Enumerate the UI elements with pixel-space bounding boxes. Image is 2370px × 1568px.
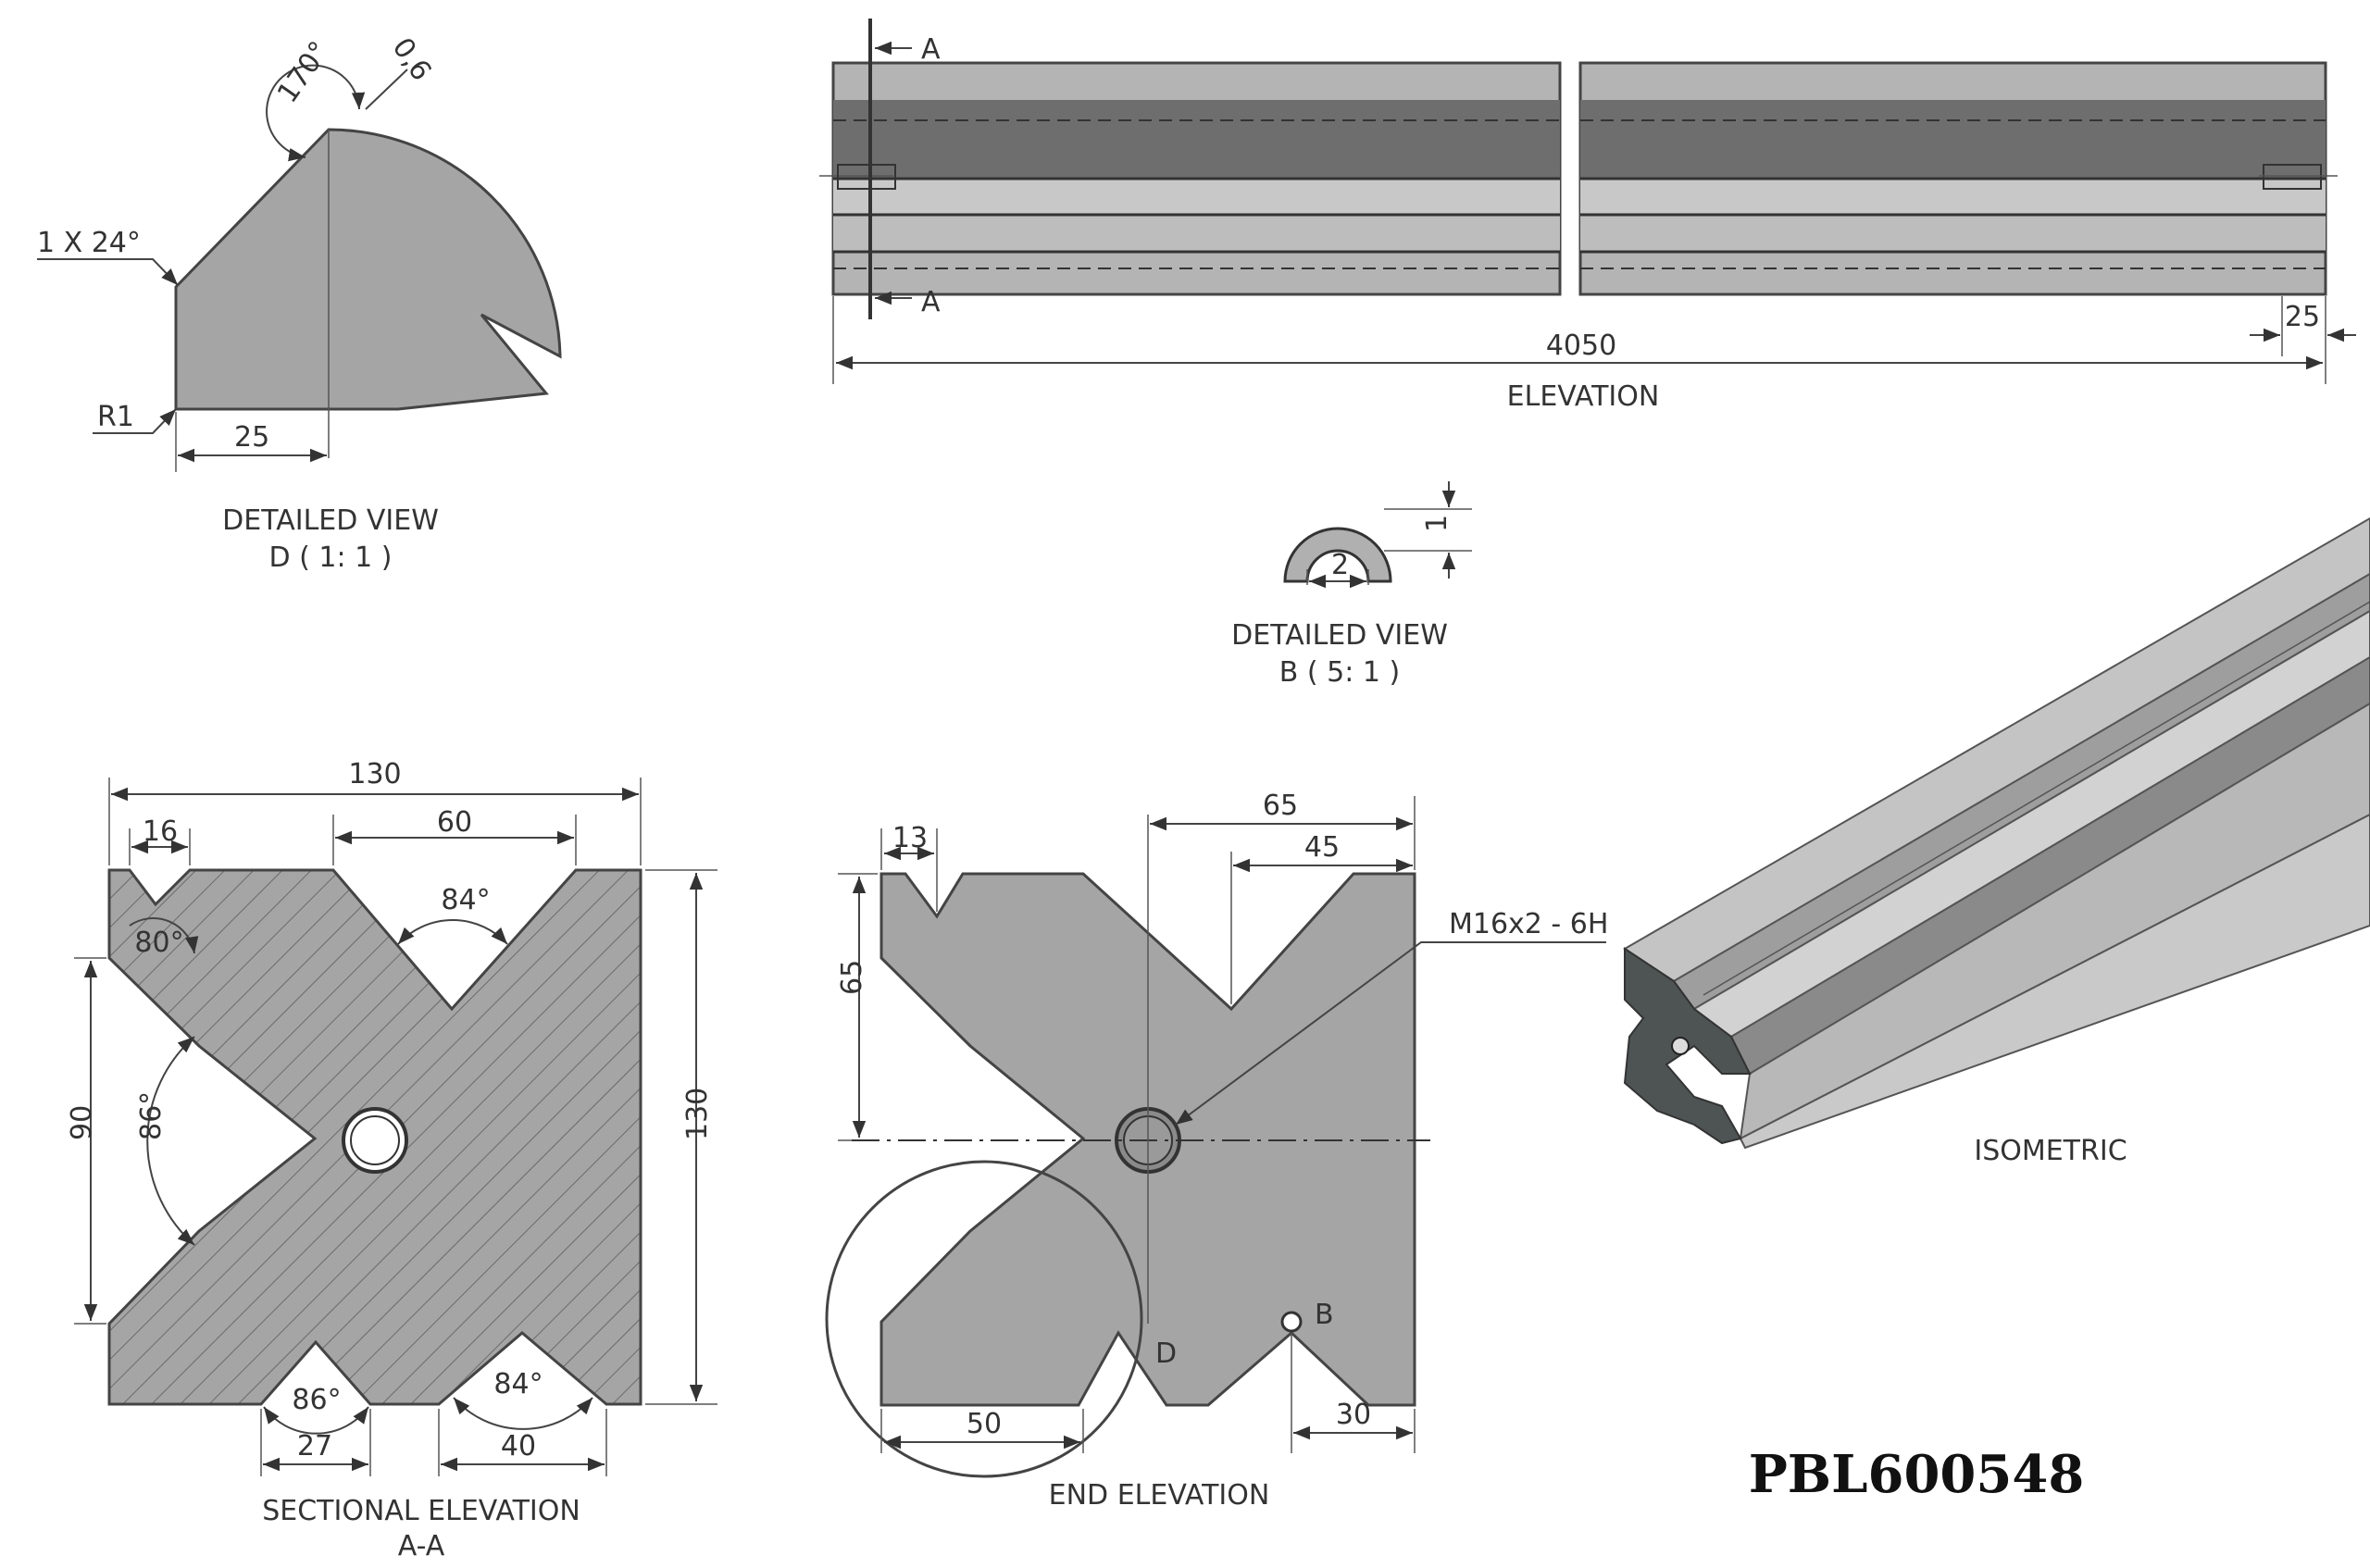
section-aa-corner-arc bbox=[129, 917, 199, 954]
section-aa-bsmall-arc bbox=[263, 1406, 369, 1435]
end-elevation-detail-d-marker: D bbox=[1155, 1338, 1177, 1370]
section-aa-subtitle: A-A bbox=[398, 1530, 445, 1562]
elevation-title: ELEVATION bbox=[1507, 380, 1660, 413]
end-elevation-view: D B 13 65 45 65 M16x2 - 6H 50 30 END ELE… bbox=[825, 790, 1608, 1512]
end-elevation-topv-label: 45 bbox=[1304, 831, 1340, 864]
part-number: PBL600548 bbox=[1749, 1444, 2085, 1505]
section-aa-view: 130 16 60 84° 80° 90 86° 130 86° 27 84° bbox=[66, 758, 717, 1562]
elevation-hole-left bbox=[837, 164, 896, 190]
section-aa-bore bbox=[342, 1107, 408, 1174]
detail-d-angle-arc bbox=[266, 64, 366, 162]
section-aa-slot-label: 16 bbox=[143, 815, 178, 848]
section-aa-blarge-arc bbox=[453, 1397, 593, 1430]
section-aa-corner-angle: 80° bbox=[134, 927, 183, 959]
detail-d-chamfer-label: 1 X 24° bbox=[37, 227, 141, 259]
detail-view-d: 170° 0,6 1 X 24° R1 25 DETAILED VIEW D (… bbox=[37, 32, 562, 574]
detail-d-edge-leader bbox=[365, 68, 408, 110]
end-elevation-half-label: 65 bbox=[1263, 790, 1298, 822]
section-aa-width-label: 130 bbox=[348, 758, 401, 790]
section-aa-side-label: 90 bbox=[66, 1105, 98, 1140]
section-aa-blarge-label: 40 bbox=[501, 1430, 536, 1462]
section-aa-side-angle: 86° bbox=[135, 1091, 168, 1140]
detail-view-b: 2 1 DETAILED VIEW B ( 5: 1 ) bbox=[1231, 481, 1472, 689]
section-aa-topv-label: 60 bbox=[437, 806, 472, 839]
end-elevation-height-label: 65 bbox=[836, 960, 868, 995]
elevation-left-segment bbox=[831, 61, 1562, 296]
section-aa-bsmall-angle: 86° bbox=[292, 1384, 341, 1416]
section-aa-side-arc bbox=[146, 1036, 195, 1246]
detail-b-height-label: 1 bbox=[1421, 515, 1453, 532]
section-aa-height-label: 130 bbox=[681, 1088, 714, 1140]
section-mark-top: A bbox=[921, 33, 941, 66]
end-elevation-bv-label: 50 bbox=[967, 1408, 1002, 1440]
detail-d-angle-label: 170° bbox=[271, 35, 336, 108]
end-elevation-be-label: 30 bbox=[1336, 1399, 1371, 1431]
detail-d-edge-label: 0,6 bbox=[386, 32, 438, 87]
iso-end-bore bbox=[1671, 1037, 1690, 1055]
detail-b-width-label: 2 bbox=[1331, 549, 1349, 581]
section-aa-topv-angle: 84° bbox=[441, 884, 490, 916]
detail-d-width-label: 25 bbox=[234, 421, 269, 454]
section-aa-blarge-angle: 84° bbox=[493, 1368, 543, 1400]
end-elevation-thread-label: M16x2 - 6H bbox=[1449, 908, 1608, 940]
iso-side-face bbox=[1739, 702, 2370, 1140]
isometric-title: ISOMETRIC bbox=[1974, 1135, 2127, 1167]
end-elevation-detail-b-hole bbox=[1280, 1311, 1303, 1333]
detail-d-scale: D ( 1: 1 ) bbox=[269, 541, 393, 574]
iso-groove-line bbox=[1703, 601, 2370, 996]
elevation-length-label: 4050 bbox=[1546, 330, 1616, 362]
detail-d-radius-label: R1 bbox=[97, 401, 134, 433]
elevation-view: A A 4050 25 ELEVATION bbox=[819, 19, 2356, 413]
end-elevation-thread-leader bbox=[1175, 941, 1606, 1126]
section-aa-title: SECTIONAL ELEVATION bbox=[262, 1495, 580, 1527]
elevation-offset-label: 25 bbox=[2285, 301, 2320, 333]
detail-b-scale: B ( 5: 1 ) bbox=[1279, 656, 1400, 689]
section-mark-bottom: A bbox=[921, 286, 941, 318]
isometric-view: ISOMETRIC bbox=[1623, 516, 2370, 1167]
end-elevation-detail-b-marker: B bbox=[1315, 1299, 1334, 1331]
section-aa-topv-arc bbox=[397, 919, 508, 945]
detail-d-radius-leader bbox=[93, 408, 177, 434]
iso-bottom-face bbox=[1739, 813, 2370, 1150]
end-elevation-slot-label: 13 bbox=[892, 822, 928, 854]
end-elevation-title: END ELEVATION bbox=[1049, 1479, 1270, 1512]
end-elevation-detail-d-circle bbox=[825, 1160, 1143, 1478]
elevation-right-segment bbox=[1578, 61, 2327, 296]
elevation-hole-right bbox=[2263, 164, 2322, 190]
detail-d-title: DETAILED VIEW bbox=[222, 504, 439, 537]
detail-d-profile bbox=[174, 128, 562, 411]
detail-b-profile bbox=[1283, 527, 1392, 583]
detail-b-title: DETAILED VIEW bbox=[1231, 619, 1448, 652]
section-aa-bsmall-label: 27 bbox=[297, 1430, 332, 1462]
section-aa-bore-inner bbox=[350, 1115, 400, 1165]
detail-d-chamfer-leader bbox=[37, 258, 179, 286]
